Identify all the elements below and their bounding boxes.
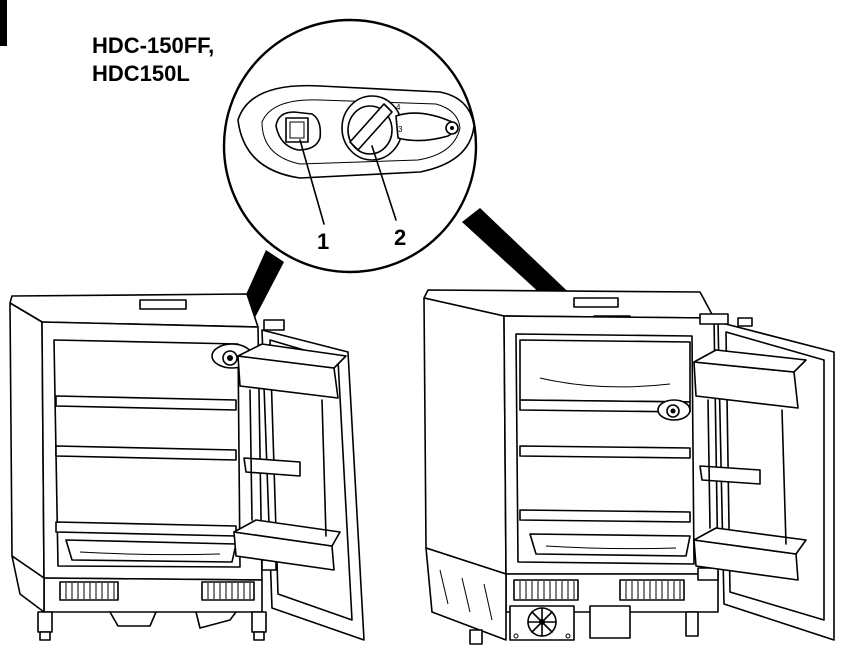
left-open-door (233, 319, 365, 641)
left-shelf-1 (55, 395, 237, 411)
callout-2-leader (371, 145, 397, 221)
right-cabinet-side (423, 297, 507, 575)
zoom-detail: 3 4 1 2 (222, 18, 478, 274)
dial-mark-3: 3 (398, 125, 403, 134)
callout-2-label: 2 (394, 225, 406, 250)
right-crisper (529, 533, 691, 557)
right-freezer-compartment (519, 339, 691, 403)
left-fridge (9, 250, 365, 641)
thermostat-dial: 3 4 (341, 95, 459, 161)
left-vent-grille-2 (201, 581, 255, 601)
model-label-line-1: HDC-150FF, (92, 33, 214, 58)
left-door-bin-mid (243, 457, 301, 477)
model-label-line-2: HDC150L (92, 61, 190, 86)
callout-1-leader (299, 139, 325, 225)
dial-mark-4: 4 (396, 103, 401, 112)
right-fridge (423, 208, 835, 645)
left-shelf-2 (55, 445, 237, 461)
left-legs (37, 611, 267, 641)
right-thermostat-knob (657, 399, 691, 421)
right-open-door (693, 313, 835, 641)
left-top-hinge (139, 299, 187, 310)
light-switch (275, 111, 322, 151)
left-cabinet-side (9, 302, 45, 579)
right-shelf-1 (519, 445, 691, 459)
right-door-bin-mid (699, 465, 761, 485)
left-crisper (65, 539, 237, 563)
corner-mark (0, 0, 7, 46)
right-condenser-fan (509, 605, 575, 641)
callout-1-label: 1 (317, 229, 329, 254)
right-top-hinge (573, 297, 619, 308)
right-shelf-2 (519, 509, 691, 523)
left-vent-grille-1 (59, 581, 119, 601)
